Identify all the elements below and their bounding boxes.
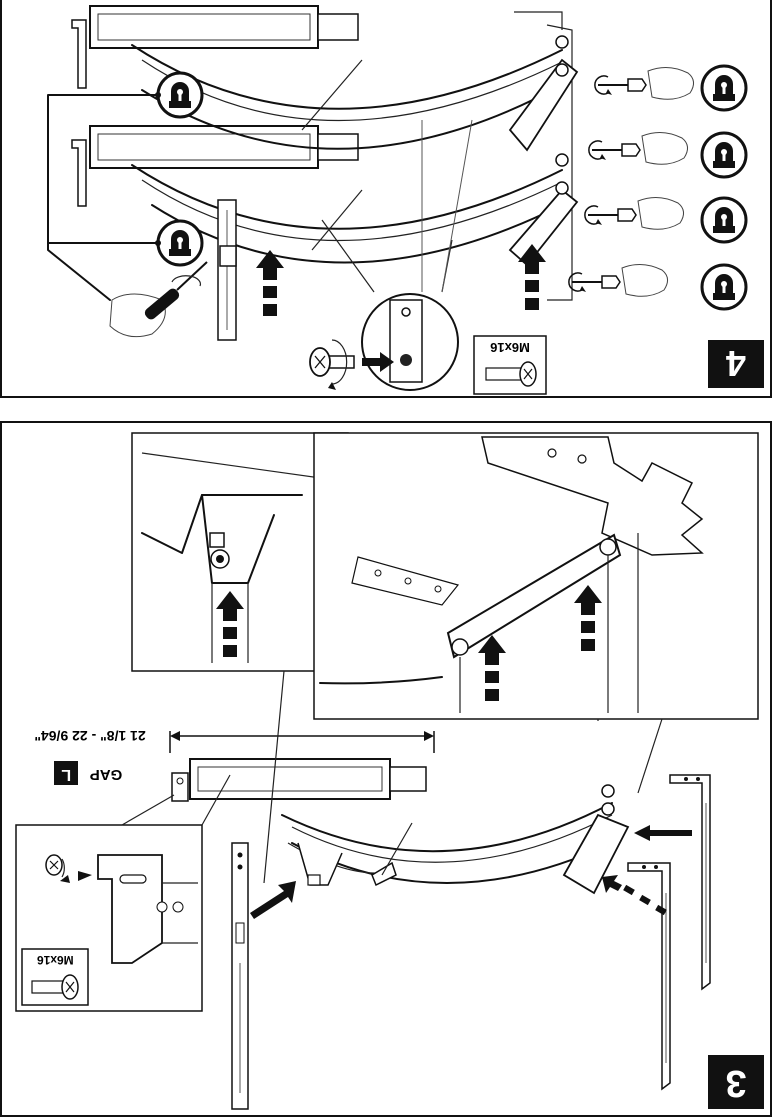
screw-spec-label: M6x16 (490, 340, 530, 355)
step-number: 3 (725, 1062, 746, 1104)
left-post (218, 200, 236, 340)
step-4-panel: M6x16 4 (0, 0, 772, 398)
screw-spec-box: M6x16 (474, 336, 546, 394)
screwdriver-icon (110, 262, 207, 337)
wall-anchor-icon (702, 66, 746, 309)
screw-spec-label: M6x16 (37, 953, 74, 967)
step-number-badge: 3 (708, 1055, 764, 1109)
bracket-detail-inset: M6x16 (16, 775, 230, 1011)
step-4-illustration: M6x16 4 (2, 0, 770, 396)
screw-icon (310, 340, 354, 390)
hand-with-anchor (569, 67, 694, 296)
hinge-detail-inset (314, 433, 758, 719)
gap-letter: L (61, 766, 71, 783)
step-number-badge: 4 (708, 340, 764, 388)
upper-rail-assembly (72, 6, 358, 206)
step-3-panel: 21 1/8" - 22 9/64" L GAP (0, 421, 772, 1117)
step-number: 4 (726, 343, 746, 384)
right-uprights (602, 775, 710, 1089)
gap-label: GAP (90, 766, 123, 783)
right-hinge-assembly (510, 12, 577, 300)
step-3-illustration: 21 1/8" - 22 9/64" L GAP (2, 423, 770, 1115)
screw-spec-box: M6x16 (22, 949, 88, 1005)
gap-measurement: 21 1/8" - 22 9/64" (34, 728, 145, 744)
